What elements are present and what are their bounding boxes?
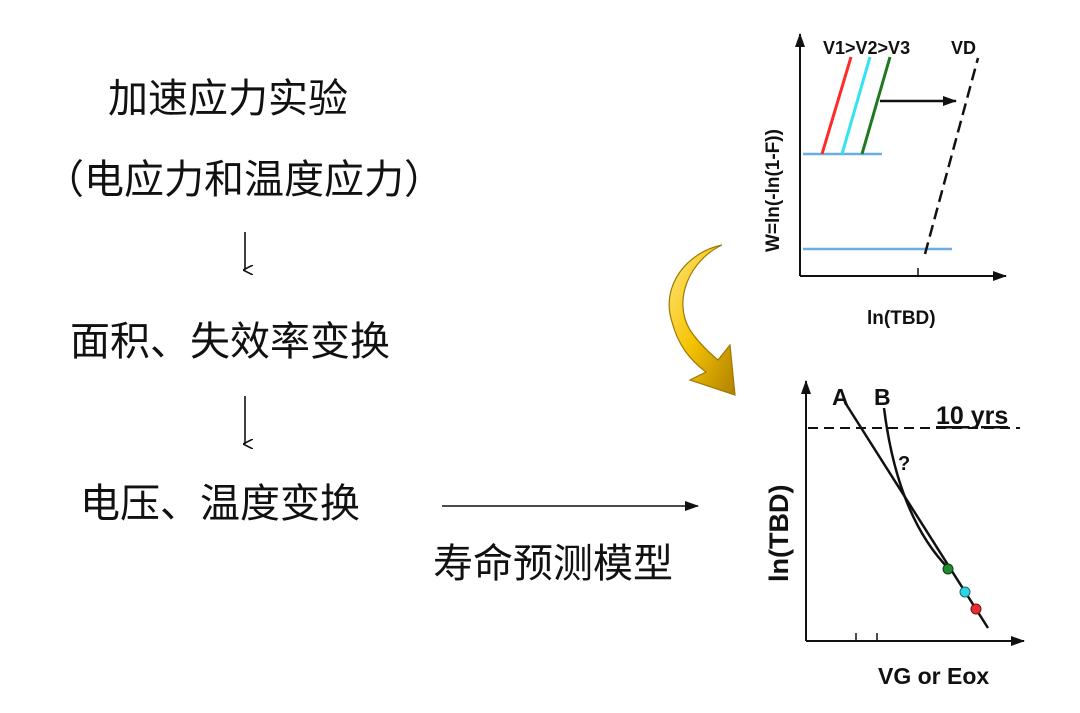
weibull-legend-vd: VD (951, 38, 976, 58)
weibull-chart: V1>V2>V3 VD W=ln(-ln(1-F)) ln(TBD) (763, 33, 1007, 329)
weibull-x-label: ln(TBD) (867, 308, 936, 329)
lifetime-y-label: ln(TBD) (764, 485, 794, 582)
weibull-series-v2 (840, 56, 872, 155)
lifetime-chart: A B 10 yrs ? ln(TBD) VG or Eox (764, 380, 1025, 689)
weibull-series-v1 (820, 56, 853, 155)
flow-step2: 面积、失效率变换 (70, 319, 390, 365)
flow-step1-subtitle: （电应力和温度应力） (44, 157, 444, 203)
lifetime-point-red (970, 603, 982, 615)
flow-step3: 电压、温度变换 (80, 481, 360, 527)
flow-result: 寿命预测模型 (433, 541, 673, 587)
lifetime-x-label: VG or Eox (878, 663, 989, 689)
lifetime-point-cyan (959, 586, 971, 598)
curved-arrow-icon (668, 244, 736, 396)
lifetime-point-green (942, 563, 954, 575)
lifetime-target-label: 10 yrs (936, 402, 1008, 430)
weibull-y-label: W=ln(-ln(1-F)) (763, 129, 784, 252)
weibull-legend-voltages: V1>V2>V3 (823, 38, 910, 58)
weibull-series-vd (923, 57, 980, 255)
flow-step1-title: 加速应力实验 (108, 76, 348, 122)
lifetime-label-b: B (874, 384, 891, 410)
lifetime-model-b-curve (882, 407, 951, 571)
lifetime-question-mark: ? (898, 453, 910, 475)
lifetime-label-a: A (832, 384, 849, 410)
weibull-series-v3 (860, 56, 892, 155)
